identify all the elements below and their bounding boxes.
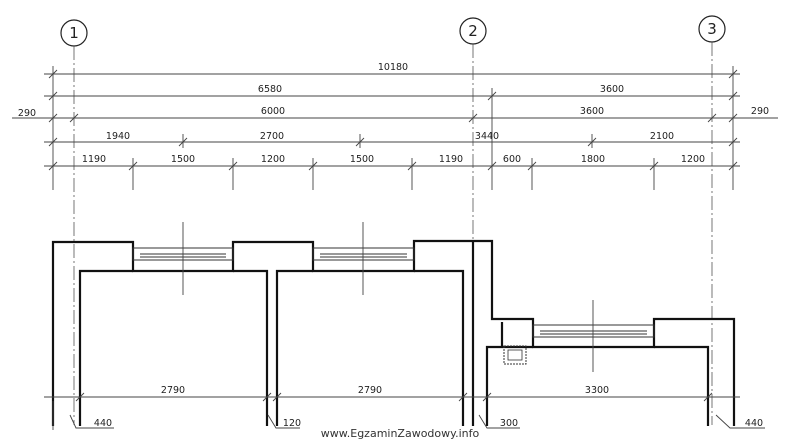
dim-6000: 6000 (261, 106, 285, 117)
window-2 (312, 247, 415, 261)
dim-room-2: 2790 (358, 385, 382, 396)
dim-room-1: 2790 (161, 385, 185, 396)
axis-label-2: 2 (468, 22, 478, 40)
dim-1500-b: 1500 (350, 154, 374, 165)
dim-1500-a: 1500 (171, 154, 195, 165)
windows (132, 222, 655, 372)
dim-3600-mid: 3600 (580, 106, 604, 117)
dim-3600-top: 3600 (600, 84, 624, 95)
dim-2700: 2700 (260, 131, 284, 142)
top-dimension-lines (12, 66, 778, 190)
top-dimension-texts: 10180 6580 3600 290 6000 3600 290 1940 2… (18, 62, 769, 165)
dim-1800: 1800 (581, 154, 605, 165)
dim-wall-4: 440 (745, 418, 763, 429)
dim-3440: 3440 (475, 131, 499, 142)
bottom-dimension-texts: 2790 2790 3300 440 120 300 440 (94, 385, 763, 429)
dim-2100: 2100 (650, 131, 674, 142)
dim-1190-a: 1190 (82, 154, 106, 165)
dim-total: 10180 (378, 62, 408, 73)
radiator-symbol (503, 345, 527, 365)
dim-600: 600 (503, 154, 521, 165)
dim-1200-a: 1200 (261, 154, 285, 165)
dim-1190-b: 1190 (439, 154, 463, 165)
bottom-dimension-lines (44, 392, 765, 430)
dim-6580: 6580 (258, 84, 282, 95)
window-3 (532, 324, 655, 338)
dim-wall-3: 300 (500, 418, 518, 429)
dim-290-right: 290 (751, 106, 769, 117)
dim-wall-1: 440 (94, 418, 112, 429)
dim-wall-2: 120 (283, 418, 301, 429)
dim-room-3: 3300 (585, 385, 609, 396)
watermark: www.EgzaminZawodowy.info (321, 427, 480, 440)
axis-label-1: 1 (69, 24, 79, 42)
dim-1200-b: 1200 (681, 154, 705, 165)
dim-290-left: 290 (18, 108, 36, 119)
axis-lines (73, 42, 713, 425)
axis-markers: 1 2 3 (60, 15, 726, 47)
axis-label-3: 3 (707, 20, 717, 38)
dim-1940: 1940 (106, 131, 130, 142)
